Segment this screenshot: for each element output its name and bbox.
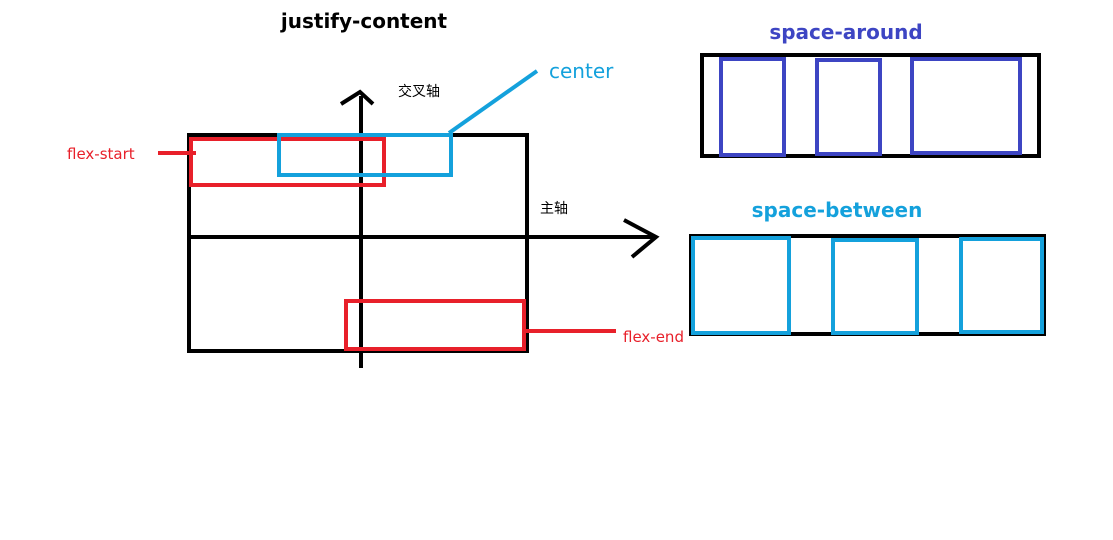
flex-end-label: flex-end bbox=[623, 328, 684, 346]
space-between-item bbox=[691, 236, 791, 335]
space-around-title: space-around bbox=[769, 20, 922, 44]
space-around-item bbox=[719, 57, 786, 157]
diagram-title: justify-content bbox=[280, 9, 448, 33]
main-axis-label: 主轴 bbox=[540, 201, 568, 217]
flex-start-box bbox=[189, 137, 386, 187]
space-around-item bbox=[910, 57, 1022, 155]
cross-axis-label: 交叉轴 bbox=[398, 83, 440, 100]
space-between-title: space-between bbox=[752, 198, 923, 222]
flex-container-diagram: 交叉轴 主轴 flex-start center flex-end bbox=[67, 59, 684, 368]
flex-end-box bbox=[344, 299, 526, 351]
main-axis-arrowhead bbox=[623, 218, 660, 259]
space-around-item bbox=[815, 58, 882, 156]
space-between-item bbox=[959, 237, 1044, 334]
cross-axis-arrowhead bbox=[339, 89, 375, 106]
space-between-item bbox=[831, 238, 919, 335]
flex-start-label: flex-start bbox=[67, 145, 135, 163]
space-around-example: space-around bbox=[700, 20, 1041, 158]
space-between-example: space-between bbox=[689, 198, 1046, 336]
center-pointer bbox=[447, 69, 539, 135]
center-box bbox=[277, 133, 453, 177]
center-label: center bbox=[549, 59, 614, 83]
